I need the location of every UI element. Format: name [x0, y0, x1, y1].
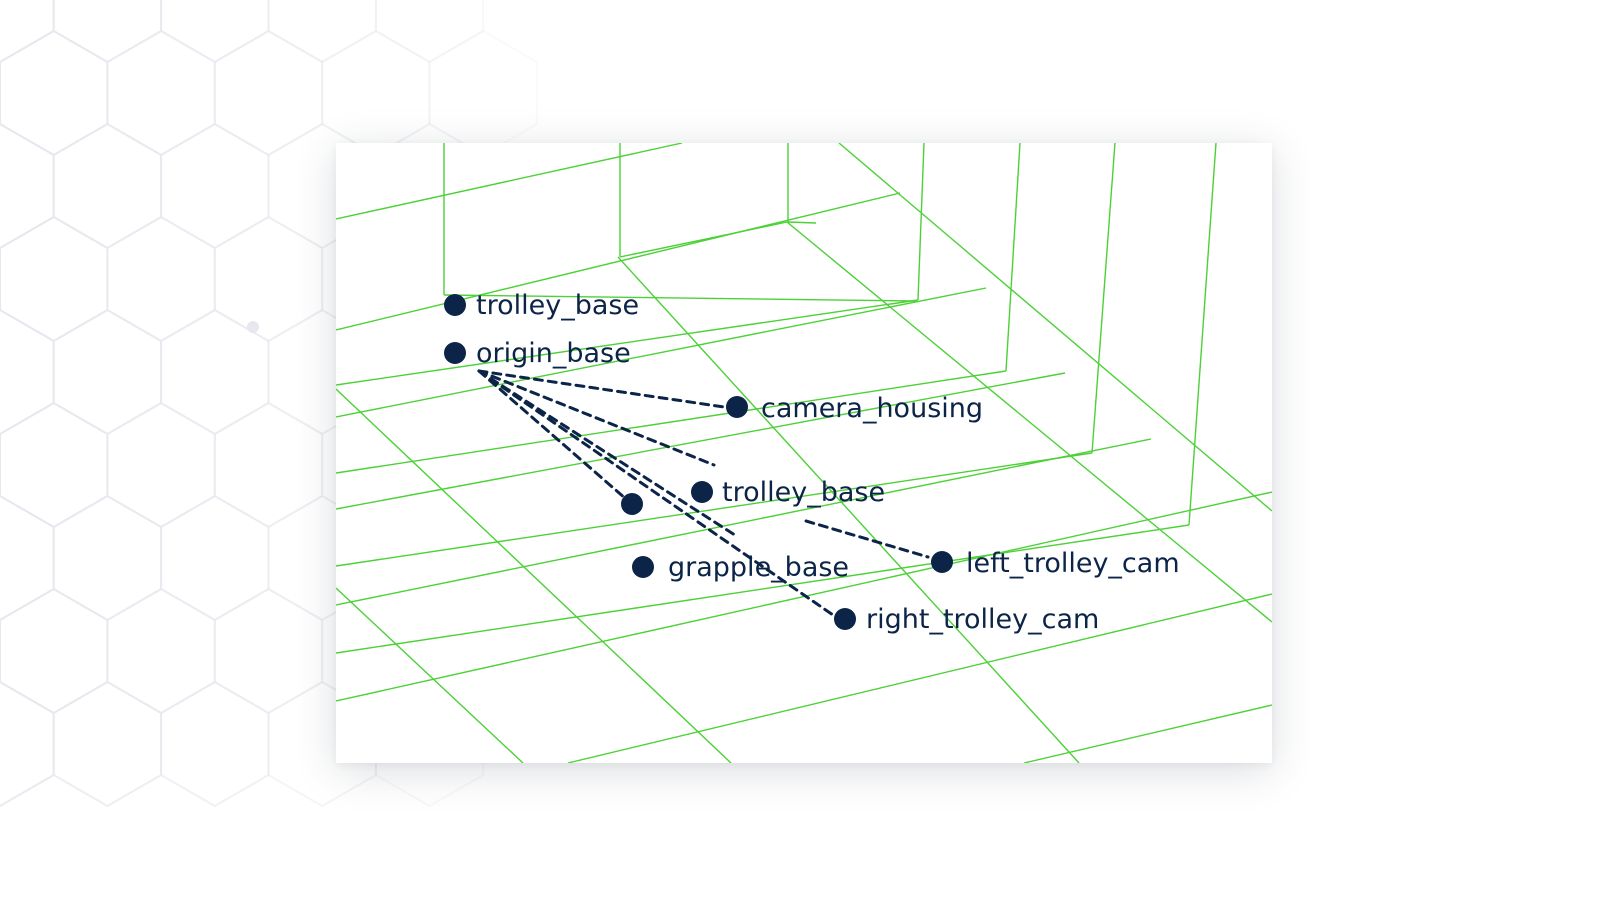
grid-line: [336, 143, 683, 220]
hexagon-outline: [160, 122, 270, 250]
hexagon-outline: [0, 401, 109, 529]
grid-line: [567, 593, 1272, 763]
grid-line: [336, 524, 1190, 654]
frame-connectors: [477, 369, 930, 617]
grid-line: [617, 256, 1080, 763]
frame-left-trolley-cam[interactable]: left_trolley_cam: [931, 548, 1180, 579]
hexagon-outline: [160, 680, 270, 808]
hexagon-outline: [374, 0, 485, 64]
hexagon-outline: [213, 29, 324, 157]
hexagon-outline: [52, 0, 163, 64]
grid-line: [336, 438, 1152, 606]
frame-node: [726, 396, 748, 418]
grid-line: [336, 372, 1066, 510]
hexagon-outline: [106, 215, 216, 343]
grid-line: [336, 299, 919, 386]
hexagon-outline: [106, 401, 216, 529]
hexagon-outline: [0, 680, 55, 808]
hexagon-outline: [0, 122, 55, 250]
frame-grapple-base[interactable]: grapple_base: [632, 552, 849, 583]
dashed-connector: [477, 369, 628, 501]
ground-grid: [336, 143, 1272, 763]
hexagon-outline: [52, 308, 163, 436]
grid-line: [1005, 143, 1021, 372]
frame-origin-base[interactable]: origin_base: [444, 338, 631, 369]
grid-line: [336, 388, 732, 763]
grid-line: [336, 287, 987, 418]
grid-line: [1023, 704, 1272, 763]
grid-line: [443, 294, 917, 302]
hexagon-outline: [52, 494, 163, 622]
frame-label: trolley_base: [476, 290, 639, 321]
frame-trolley-base-top[interactable]: trolley_base: [444, 290, 639, 321]
grid-line: [787, 221, 817, 224]
hexagon-outline: [213, 587, 324, 715]
tf-frame-scene: trolley_base origin_base camera_housing …: [336, 143, 1272, 763]
hexagon-outline: [267, 0, 377, 64]
frame-node: [632, 556, 654, 578]
frame-node: [931, 551, 953, 573]
grid-line: [619, 221, 788, 258]
frame-node: [621, 493, 643, 515]
frame-label: origin_base: [476, 338, 631, 369]
grid-line: [838, 143, 1272, 512]
hexagon-outline: [106, 29, 216, 157]
hexagon-outline: [52, 122, 163, 250]
hexagon-outline: [0, 587, 109, 715]
frame-label: trolley_base: [722, 477, 885, 508]
dashed-connector: [477, 369, 716, 467]
hexagon-outline: [106, 587, 216, 715]
frame-label: right_trolley_cam: [866, 604, 1099, 635]
hexagon-outline: [160, 0, 270, 64]
hexagon-outline: [0, 494, 55, 622]
hexagon-outline: [428, 29, 538, 157]
frame-node: [444, 342, 466, 364]
frame-label: camera_housing: [761, 393, 983, 424]
hexagon-outline: [160, 494, 270, 622]
frame-right-trolley-cam[interactable]: right_trolley_cam: [834, 604, 1099, 635]
grid-line: [917, 143, 925, 301]
hexagon-outline: [0, 308, 55, 436]
grid-line: [336, 370, 1007, 474]
scene-card: trolley_base origin_base camera_housing …: [336, 143, 1272, 763]
frame-camera-housing[interactable]: camera_housing: [726, 393, 983, 424]
grid-line: [786, 221, 1272, 623]
hexagon-outline: [0, 29, 109, 157]
frame-node: [834, 608, 856, 630]
frame-label: grapple_base: [668, 552, 849, 583]
grid-line: [336, 452, 1093, 567]
frame-label: left_trolley_cam: [966, 548, 1180, 579]
dashed-connector: [477, 369, 740, 539]
frame-node: [691, 481, 713, 503]
grid-line: [336, 192, 901, 331]
frame-unlabeled[interactable]: [621, 493, 643, 515]
hexagon-outline: [267, 680, 377, 808]
pattern-dot: [247, 321, 259, 333]
hexagon-outline: [0, 215, 109, 343]
dashed-connector: [477, 369, 835, 617]
dashed-connector: [804, 519, 930, 559]
grid-line: [1091, 143, 1116, 454]
frame-node: [444, 294, 466, 316]
hexagon-outline: [0, 0, 55, 64]
grid-line: [1188, 143, 1217, 526]
hexagon-outline: [213, 215, 324, 343]
dashed-connector: [477, 369, 726, 409]
grid-line: [336, 587, 524, 763]
hexagon-outline: [52, 680, 163, 808]
frame-trolley-base-mid[interactable]: trolley_base: [691, 477, 885, 508]
hexagon-outline: [213, 401, 324, 529]
hexagon-outline: [321, 29, 431, 157]
